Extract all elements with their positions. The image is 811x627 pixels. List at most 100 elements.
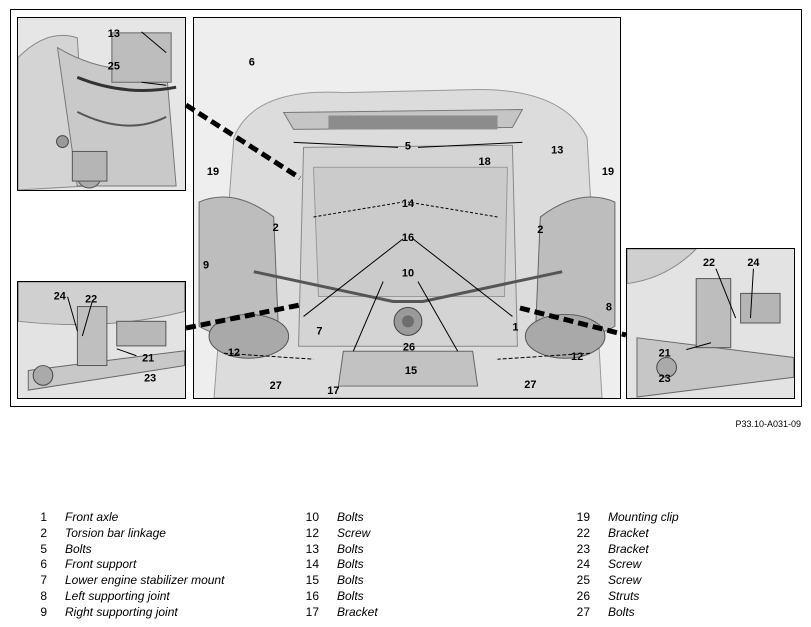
callout-main-21: 17 — [327, 385, 339, 397]
callout-main-5: 19 — [602, 166, 614, 178]
legend-item-label: Bolts — [337, 541, 364, 556]
legend-column-1: 1 Front axle 2 Torsion bar linkage 5 Bolts 6 Fr… — [35, 510, 255, 621]
callout-main-13: 7 — [316, 325, 322, 337]
callout-main-4: 19 — [207, 166, 219, 178]
legend-item-label: Bracket — [337, 604, 378, 619]
legend-item-label: Struts — [608, 588, 640, 603]
legend-item-label: Right supporting joint — [65, 604, 178, 619]
legend-item: 13 Bolts — [305, 541, 527, 558]
legend-item-label: Bolts — [337, 510, 364, 524]
callout-main-19: 27 — [270, 380, 282, 392]
legend-item: 1 Front axle — [35, 510, 255, 526]
legend-item-label: Front support — [65, 557, 137, 572]
legend-item: 10 Bolts — [305, 510, 527, 526]
legend-item-label: Bolts — [337, 557, 364, 572]
legend-item: 27 Bolts — [576, 604, 798, 621]
callout-main-18: 15 — [405, 365, 417, 377]
callout-main-12: 8 — [606, 301, 612, 313]
legend-item-number: 27 — [576, 604, 590, 619]
detail-right-drawing: 22 24 21 23 — [627, 249, 794, 398]
callout-main-15: 12 — [228, 347, 240, 359]
legend-item-label: Bolts — [65, 541, 92, 556]
legend-item-number: 5 — [40, 541, 47, 556]
legend-item-label: Bracket — [608, 541, 649, 556]
legend-item-label: Screw — [608, 573, 642, 588]
callout-top-left-0: 13 — [108, 28, 120, 40]
callout-main-0: 6 — [249, 57, 255, 69]
legend-item-number: 10 — [305, 510, 319, 524]
legend-item-label: Lower engine stabilizer mount — [65, 573, 225, 588]
legend-item-number: 15 — [305, 573, 319, 588]
legend-item-number: 9 — [40, 604, 47, 619]
legend-item: 23 Bracket — [576, 541, 798, 558]
legend-item-label: Mounting clip — [608, 510, 679, 524]
legend-item: 16 Bolts — [305, 588, 527, 605]
callout-main-20: 27 — [524, 379, 536, 391]
legend-item: 26 Struts — [576, 588, 798, 605]
legend-item: 7 Lower engine stabilizer mount — [35, 573, 255, 589]
callout-bottom-left-2: 21 — [142, 353, 154, 365]
legend-item-number: 23 — [576, 541, 590, 556]
callout-main-1: 5 — [405, 140, 411, 152]
callout-main-16: 12 — [571, 351, 583, 363]
figure-reference: P33.10-A031-09 — [735, 419, 801, 429]
legend-item-number: 25 — [576, 573, 590, 588]
callout-main-7: 2 — [273, 222, 279, 234]
callout-main-10: 9 — [203, 260, 209, 272]
callout-right-3: 23 — [659, 373, 671, 385]
callout-main-6: 14 — [402, 198, 415, 210]
callout-right-1: 24 — [747, 257, 759, 269]
callout-main-3: 18 — [479, 156, 491, 168]
legend-item-number: 13 — [305, 541, 319, 556]
callout-bottom-left-1: 22 — [85, 294, 97, 306]
main-underbody-drawing: 6 5 13 18 19 19 14 2 2 16 9 10 8 7 1 12 12 26 15 27 27 17 — [194, 18, 620, 398]
callout-main-11: 10 — [402, 268, 414, 280]
legend-item-label: Bracket — [608, 525, 649, 540]
legend-item-label: Bolts — [608, 604, 635, 619]
legend-item-label: Torsion bar linkage — [65, 525, 166, 540]
legend-item: 2 Torsion bar linkage — [35, 526, 255, 542]
callout-bottom-left-3: 23 — [144, 372, 156, 384]
legend-item-number: 24 — [576, 557, 590, 572]
legend-item: 6 Front support — [35, 557, 255, 573]
callout-main-17: 26 — [403, 341, 415, 353]
legend-item-number: 1 — [40, 510, 47, 524]
legend-item-number: 16 — [305, 588, 319, 603]
callout-bottom-left-0: 24 — [54, 291, 66, 303]
legend-item-label: Front axle — [65, 510, 119, 524]
legend-item-label: Bolts — [337, 588, 364, 603]
legend-item-number: 6 — [40, 557, 47, 572]
legend-item: 9 Right supporting joint — [35, 605, 255, 621]
detail-panel-right: 22 24 21 23 — [626, 248, 795, 399]
callout-main-8: 2 — [537, 224, 543, 236]
legend-item: 14 Bolts — [305, 557, 527, 573]
callout-main-2: 13 — [551, 144, 563, 156]
legend-item-number: 7 — [40, 573, 47, 588]
callout-main-14: 1 — [512, 321, 518, 333]
legend-item-number: 12 — [305, 525, 319, 540]
legend-item-label: Screw — [608, 557, 642, 572]
detail-panel-bottom-left: 24 22 21 23 — [17, 281, 186, 399]
callout-right-2: 21 — [659, 348, 671, 360]
legend-item-number: 22 — [576, 525, 590, 540]
legend-item: 25 Screw — [576, 573, 798, 589]
legend-item-number: 17 — [305, 604, 319, 619]
legend-item-number: 26 — [576, 588, 590, 603]
legend-item: 17 Bracket — [305, 604, 527, 621]
legend-item: 5 Bolts — [35, 542, 255, 558]
main-underbody-panel: 6 5 13 18 19 19 14 2 2 16 9 10 8 7 1 12 12 26 15 27 27 17 — [193, 17, 621, 399]
legend-item-number: 8 — [40, 588, 47, 603]
legend-item: 24 Screw — [576, 557, 798, 573]
legend-item: 22 Bracket — [576, 525, 798, 542]
detail-bottom-left-drawing: 24 22 21 23 — [18, 282, 185, 398]
legend-item-number: 14 — [305, 557, 319, 572]
legend-item-number: 2 — [40, 525, 47, 540]
callout-main-9: 16 — [402, 232, 414, 244]
callout-right-0: 22 — [703, 257, 715, 269]
